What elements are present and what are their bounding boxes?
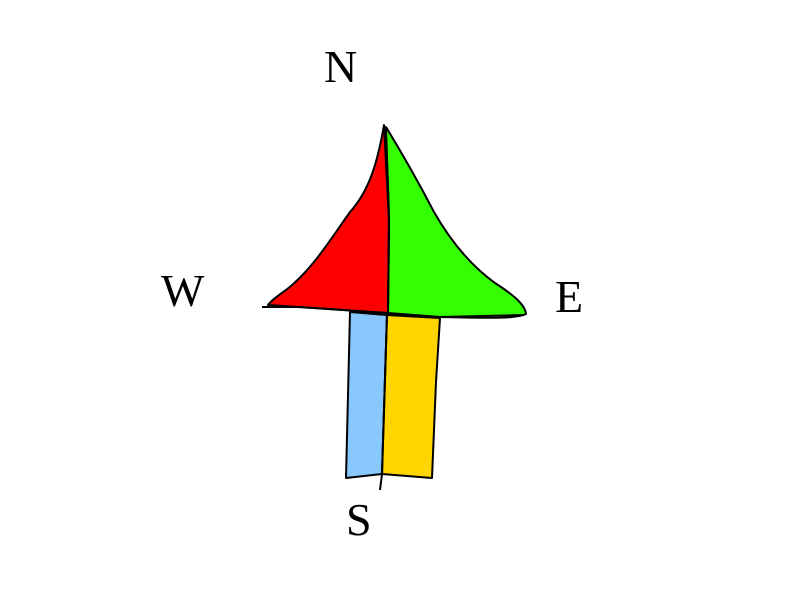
arrowhead-right-half	[385, 126, 527, 319]
east-label: E	[555, 271, 584, 322]
shaft-left-half	[345, 311, 388, 479]
shaft-divider	[379, 314, 388, 491]
south-label: S	[346, 494, 372, 545]
arrowhead-divider	[384, 126, 391, 315]
north-label: N	[324, 41, 358, 92]
arrowhead-left-half	[267, 124, 390, 314]
shaft-right-half	[381, 314, 441, 479]
west-label: W	[161, 265, 205, 316]
